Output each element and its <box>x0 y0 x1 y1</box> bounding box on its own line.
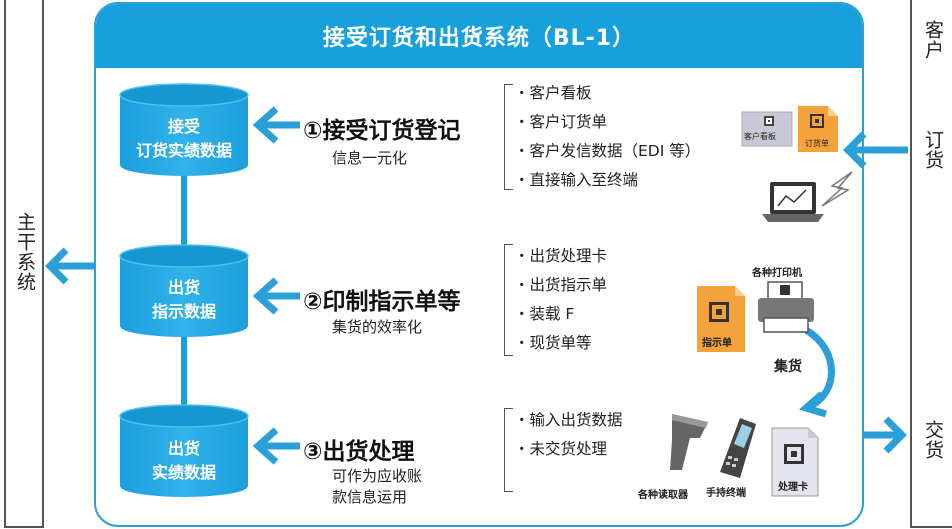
printer-label: 各种打印机 <box>752 268 802 279</box>
cylinder-2-line2: 指示数据 <box>151 302 216 321</box>
bullet-item: ・输入出货数据 <box>514 411 623 429</box>
order-sheet-icon <box>798 106 838 152</box>
cylinder-shipment-instruction-data <box>119 244 249 337</box>
customer-box: 客户 订货 交货 <box>910 0 952 528</box>
bullet-item: ・客户订货单 <box>514 113 608 131</box>
bullet-item: ・直接输入至终端 <box>514 171 639 189</box>
printer-icon <box>758 281 814 333</box>
cylinder-1-text: 接受 订货实绩数据 <box>120 115 248 163</box>
instruction-sheet-icon <box>697 286 745 352</box>
cylinder-2-text: 出货 指示数据 <box>120 276 248 324</box>
kanban-icon <box>741 111 793 147</box>
step-2-title: ②印制指示单等 <box>303 289 461 315</box>
processing-card-label: 处理卡 <box>778 482 808 493</box>
handheld-terminal-icon <box>720 418 756 478</box>
step-3-subtitle-line1: 可作为应收账 <box>332 467 423 485</box>
bullet-item: ・客户发信数据（EDI 等） <box>514 142 701 160</box>
step-3-subtitle-line2: 款信息运用 <box>332 488 408 506</box>
bullets-2: ・出货处理卡 ・出货指示单 ・装载 F ・现货单等 <box>514 242 607 358</box>
barcode-reader-icon <box>670 414 708 470</box>
cylinder-shipment-result-data <box>119 404 249 497</box>
bullet-item: ・未交货处理 <box>514 440 608 458</box>
arrow-step1 <box>252 106 300 144</box>
cylinder-3-line2: 实绩数据 <box>151 463 216 482</box>
arrow-order-in <box>843 131 908 169</box>
backbone-system-label: 主干系统 <box>14 212 36 292</box>
cylinder-2-line1: 出货 <box>167 278 200 297</box>
bullet-item: ・出货指示单 <box>514 276 608 294</box>
system-title: 接受订货和出货系统（BL-1） <box>96 4 862 68</box>
order-label: 订货 <box>922 130 944 170</box>
handheld-terminal-label: 手持终端 <box>706 488 746 499</box>
signal-icon <box>821 171 853 207</box>
laptop-icon <box>762 182 824 222</box>
order-sheet-label: 订货单 <box>805 139 829 148</box>
cylinder-3-text: 出货 实绩数据 <box>120 437 248 485</box>
arrow-step2 <box>252 277 300 315</box>
step-3-title: ③出货处理 <box>303 439 415 465</box>
cylinder-1-line1: 接受 <box>167 117 200 136</box>
cylinder-3-line1: 出货 <box>167 439 200 458</box>
step-1-title: ①接受订货登记 <box>303 118 461 144</box>
arrow-to-backbone <box>45 247 96 285</box>
arrow-step3 <box>252 427 300 465</box>
bullets-1: ・客户看板 ・客户订货单 ・客户发信数据（EDI 等） ・直接输入至终端 <box>514 79 700 195</box>
bullets-2-bracket <box>504 244 513 356</box>
cylinder-order-data <box>119 83 249 176</box>
customer-label: 客户 <box>922 20 944 60</box>
bullet-item: ・出货处理卡 <box>514 247 608 265</box>
bullet-item: ・客户看板 <box>514 84 592 102</box>
backbone-system-box: 主干系统 <box>4 0 44 528</box>
cylinder-1-line2: 订货实绩数据 <box>135 141 232 160</box>
step-1-subtitle: 信息一元化 <box>332 149 408 167</box>
delivery-label: 交货 <box>922 420 944 460</box>
bullets-3: ・输入出货数据 ・未交货处理 <box>514 406 623 464</box>
processing-card-icon <box>771 427 819 497</box>
arrow-delivery-out <box>862 416 907 454</box>
bullets-3-bracket <box>504 408 513 492</box>
arrow-collect <box>798 326 835 418</box>
barcode-reader-label: 各种读取器 <box>638 490 688 501</box>
bullets-1-bracket <box>504 84 513 190</box>
kanban-label: 客户看板 <box>744 132 776 141</box>
step-3-subtitle: 可作为应收账 款信息运用 <box>332 466 422 508</box>
collect-label: 集货 <box>774 359 802 375</box>
bullet-item: ・现货单等 <box>514 334 592 352</box>
step-2-subtitle: 集货的效率化 <box>332 318 423 336</box>
bullet-item: ・装载 F <box>514 305 575 323</box>
instruction-sheet-label: 指示单 <box>702 338 732 349</box>
